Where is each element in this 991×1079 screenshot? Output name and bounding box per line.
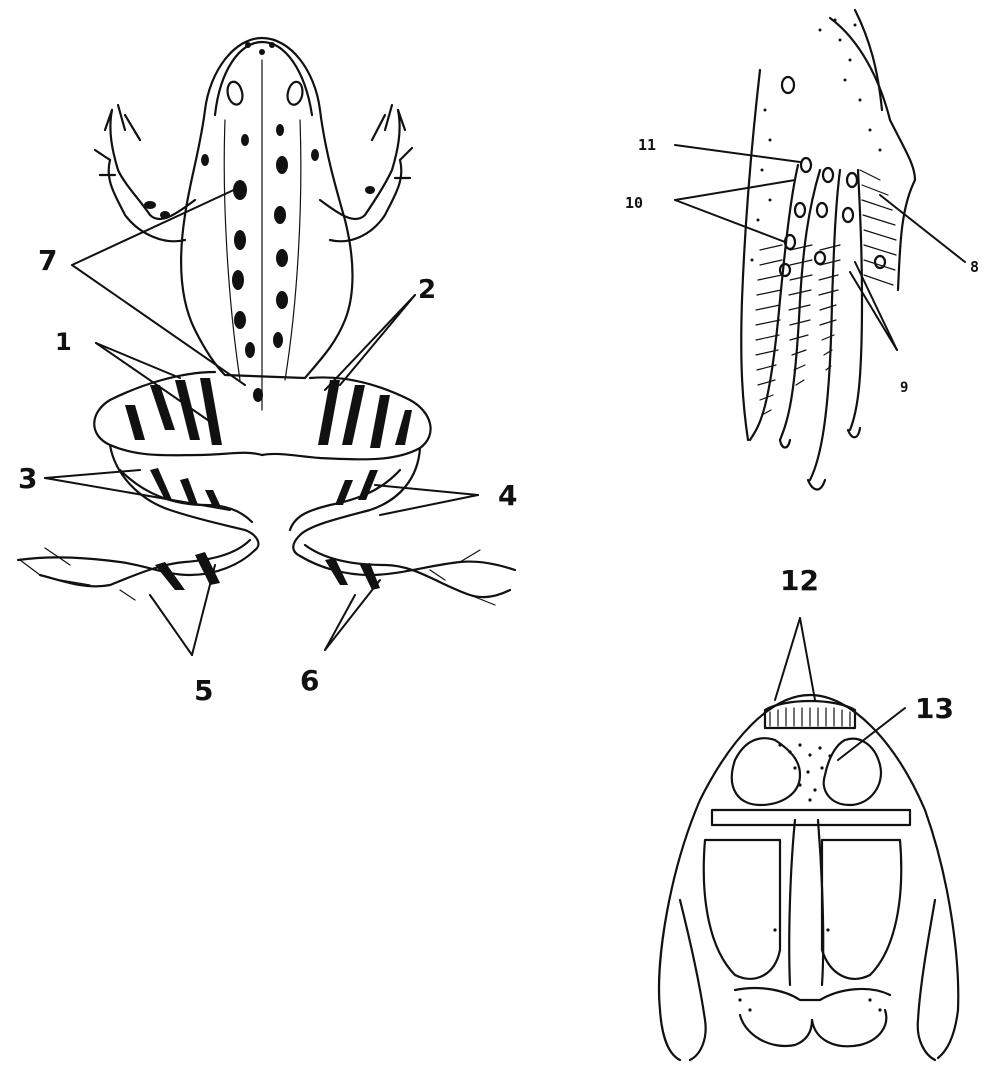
fin-detail-drawing	[741, 10, 915, 489]
skull-drawing	[659, 695, 958, 1060]
label-7: 7	[38, 244, 57, 277]
skull-leader-lines	[775, 618, 905, 760]
label-5: 5	[194, 674, 213, 707]
label-3: 3	[18, 462, 37, 495]
label-13: 13	[915, 692, 954, 725]
label-9: 9	[900, 380, 908, 396]
label-10: 10	[625, 194, 643, 212]
label-1: 1	[55, 328, 72, 356]
label-2: 2	[418, 275, 436, 305]
label-6: 6	[300, 664, 319, 697]
label-4: 4	[498, 479, 517, 512]
label-8: 8	[970, 258, 979, 276]
fin-leader-lines	[675, 145, 965, 350]
frog-dorsal-drawing	[18, 38, 515, 605]
label-12: 12	[780, 564, 819, 597]
label-11: 11	[638, 136, 656, 154]
